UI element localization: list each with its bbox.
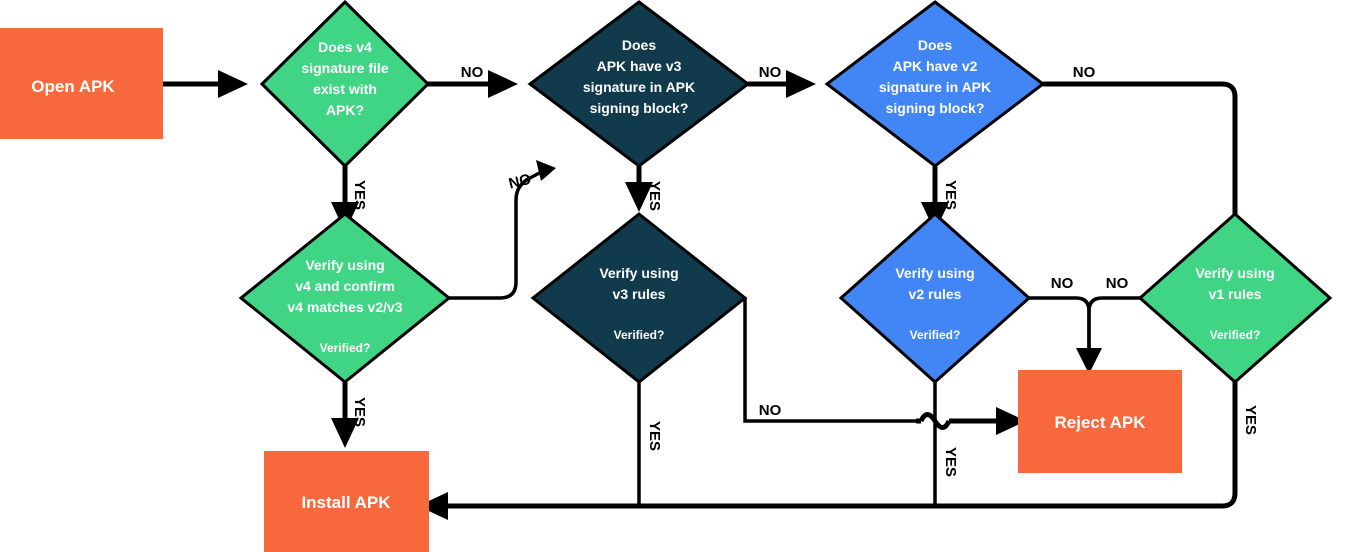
arrowhead-open-to-qv4 (218, 70, 248, 98)
label-qv3-yes: YES (646, 181, 663, 211)
label-verifyv4-yes: YES (351, 397, 368, 427)
node-install-apk[interactable]: Install APK (264, 451, 429, 552)
open-apk-label: Open APK (31, 77, 115, 96)
node-q-v4[interactable]: Does v4 signature file exist with APK? (259, 0, 431, 169)
verify-v1-sub: Verified? (1210, 328, 1261, 342)
q-v4-diamond[interactable] (259, 0, 431, 169)
q-v3-line-3: signature in APK (583, 79, 695, 95)
edge-verifyv3-no (743, 298, 916, 423)
q-v4-line-3: exist with (313, 81, 377, 97)
edge-verifyv4-no-loop (449, 168, 546, 300)
install-apk-box[interactable] (264, 451, 429, 552)
q-v3-diamond[interactable] (527, 0, 751, 168)
label-verifyv2-yes: YES (942, 447, 959, 477)
label-verifyv3-yes: YES (646, 421, 663, 451)
label-verifyv3-no: NO (759, 402, 782, 419)
q-v4-line-2: signature file (301, 60, 388, 76)
arrowhead-verifyv2-no (1076, 348, 1102, 374)
q-v3-line-2: APK have v3 (597, 58, 682, 74)
node-reject-apk[interactable]: Reject APK (1018, 370, 1182, 473)
verify-v3-diamond[interactable] (530, 212, 748, 384)
verify-v1-line-2: v1 rules (1209, 286, 1262, 302)
q-v2-line-2: APK have v2 (893, 58, 978, 74)
arrowhead-into-reject (996, 407, 1026, 435)
label-verifyv1-no: NO (1106, 275, 1129, 292)
open-apk-box[interactable] (0, 28, 163, 139)
verify-v4-line-1: Verify using (305, 257, 384, 273)
verify-v4-line-2: v4 and confirm (295, 278, 395, 294)
label-verifyv1-yes: YES (1242, 405, 1259, 435)
q-v3-line-1: Does (622, 37, 656, 53)
arrowhead-verifyv4-no (536, 160, 556, 181)
label-qv4-yes: YES (351, 180, 368, 210)
q-v4-line-1: Does v4 (318, 39, 372, 55)
arrowhead-qv3-yes (625, 182, 653, 212)
label-qv3-no: NO (759, 64, 782, 81)
node-verify-v2[interactable]: Verify using v2 rules Verified? (838, 211, 1032, 385)
label-qv2-yes: YES (942, 180, 959, 210)
q-v2-line-4: signing block? (886, 100, 985, 116)
node-open-apk[interactable]: Open APK (0, 28, 163, 139)
verify-v4-sub: Verified? (320, 341, 371, 355)
verify-v2-line-1: Verify using (895, 265, 974, 281)
verify-v1-diamond[interactable] (1137, 211, 1333, 385)
reject-apk-label: Reject APK (1054, 413, 1146, 432)
verify-v3-line-2: v3 rules (613, 286, 666, 302)
node-q-v3[interactable]: Does APK have v3 signature in APK signin… (527, 0, 751, 168)
q-v3-line-4: signing block? (590, 100, 689, 116)
arrowhead-qv3-no (786, 70, 816, 98)
label-verifyv2-no: NO (1051, 275, 1074, 292)
verify-v4-line-3: v4 matches v2/v3 (287, 299, 402, 315)
node-verify-v3[interactable]: Verify using v3 rules Verified? (530, 212, 748, 384)
node-q-v2[interactable]: Does APK have v2 signature in APK signin… (824, 0, 1046, 168)
label-qv4-no: NO (461, 64, 484, 81)
edge-verifyv2-no (1029, 296, 1091, 350)
edge-verifyv1-no (1087, 296, 1149, 350)
arrowhead-into-install (418, 492, 448, 520)
q-v2-diamond[interactable] (824, 0, 1046, 168)
node-verify-v4[interactable]: Verify using v4 and confirm v4 matches v… (238, 212, 452, 384)
q-v2-line-3: signature in APK (879, 79, 991, 95)
label-verifyv4-no: NO (507, 171, 533, 193)
verify-v1-line-1: Verify using (1195, 265, 1274, 281)
edge-labels: NO NO NO YES YES YES NO YES NO YES NO NO… (351, 64, 1259, 477)
verify-v3-line-1: Verify using (599, 265, 678, 281)
label-qv2-no: NO (1073, 64, 1096, 81)
verify-v2-diamond[interactable] (838, 211, 1032, 385)
node-verify-v1[interactable]: Verify using v1 rules Verified? (1137, 211, 1333, 385)
arrowhead-qv4-no (488, 70, 518, 98)
q-v2-line-1: Does (918, 37, 952, 53)
q-v4-line-4: APK? (326, 102, 364, 118)
verify-v3-sub: Verified? (614, 328, 665, 342)
verify-v2-line-2: v2 rules (909, 286, 962, 302)
edge-jump-hop (918, 412, 952, 430)
reject-apk-box[interactable] (1018, 370, 1182, 473)
install-apk-label: Install APK (301, 493, 391, 512)
verify-v2-sub: Verified? (910, 328, 961, 342)
arrowhead-verifyv4-yes (331, 418, 359, 448)
verify-v4-diamond[interactable] (238, 212, 452, 384)
